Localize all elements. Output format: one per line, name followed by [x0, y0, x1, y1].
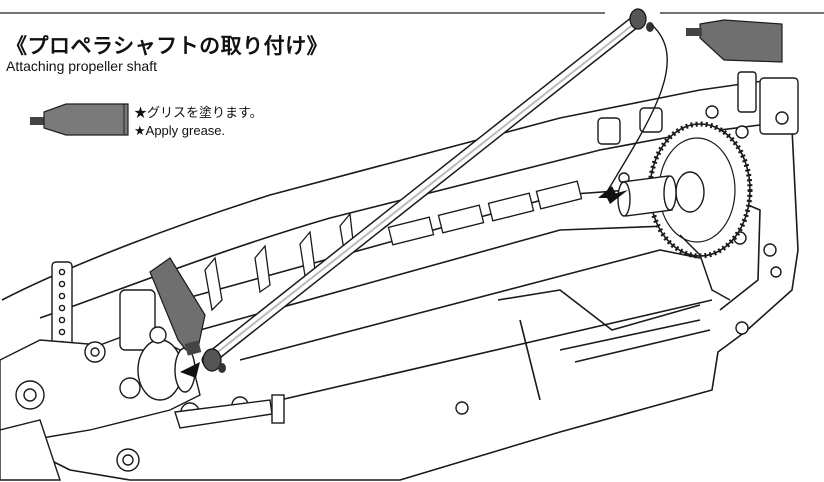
grease-tube-icon — [30, 103, 129, 136]
grease-note-en: ★Apply grease. — [134, 123, 226, 138]
propeller-shaft — [201, 8, 654, 373]
grease-tube-front-icon — [149, 257, 206, 356]
shaft-end-front — [202, 348, 226, 373]
page-subtitle: Attaching propeller shaft — [6, 58, 157, 74]
grease-note-jp: ★グリスを塗ります。 — [134, 105, 263, 120]
front-suspension — [0, 261, 285, 481]
insertion-arrows — [180, 24, 668, 378]
output-cup — [617, 175, 677, 217]
grease-tube-rear-icon — [686, 19, 783, 63]
page-title: 《プロペラシャフトの取り付け》 — [6, 34, 329, 58]
grease-note: ★グリスを塗ります。 ★Apply grease. — [134, 104, 263, 140]
motor-bracket — [679, 234, 731, 301]
shaft-end-rear — [629, 8, 654, 32]
chassis-ribs — [204, 180, 583, 312]
